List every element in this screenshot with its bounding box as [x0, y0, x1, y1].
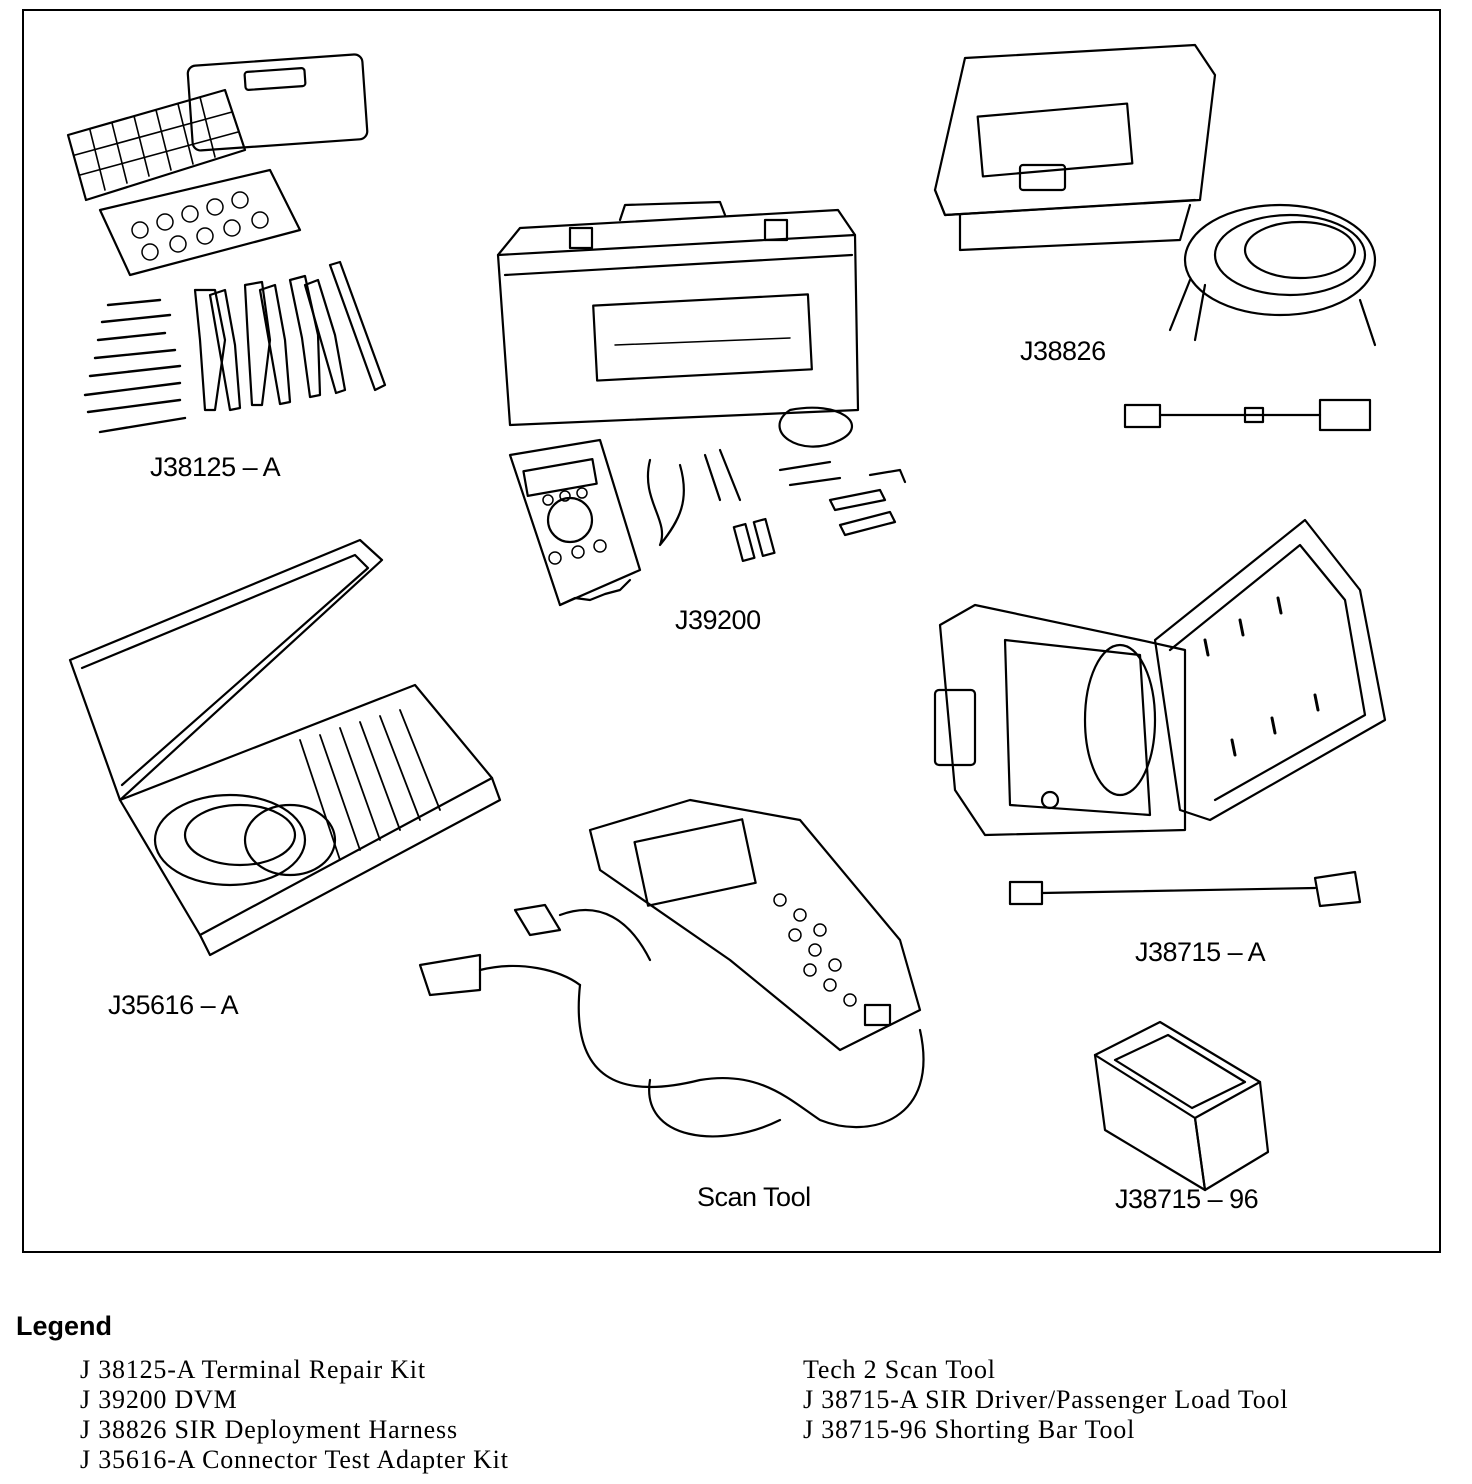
legend-item: Tech 2 Scan Tool [803, 1355, 996, 1384]
label-scan-tool: Scan Tool [697, 1182, 811, 1212]
label-load-tool: J38715 – A [1135, 937, 1266, 967]
legend-item: J 38125-A Terminal Repair Kit [80, 1355, 426, 1384]
scan-tool-illustration [420, 800, 924, 1136]
load-tool-illustration [935, 520, 1385, 906]
legend-heading: Legend [16, 1311, 113, 1341]
legend-item: J 39200 DVM [80, 1385, 238, 1414]
legend-item: J 38715-96 Shorting Bar Tool [803, 1415, 1136, 1444]
dvm-kit-illustration [498, 202, 905, 605]
label-terminal-repair-kit: J38125 – A [150, 452, 281, 482]
connector-adapter-kit-illustration [70, 540, 500, 955]
legend-left-column: J 38125-A Terminal Repair Kit J 39200 DV… [80, 1355, 509, 1475]
label-deployment-harness: J38826 [1020, 336, 1106, 366]
label-connector-adapter-kit: J35616 – A [108, 990, 239, 1020]
legend-right-column: Tech 2 Scan Tool J 38715-A SIR Driver/Pa… [803, 1355, 1288, 1445]
figure-frame [22, 9, 1441, 1253]
tool-illustrations [0, 0, 1472, 1270]
legend-item: J 38826 SIR Deployment Harness [80, 1415, 458, 1444]
terminal-repair-kit-illustration [68, 54, 385, 432]
label-shorting-bar: J38715 – 96 [1115, 1184, 1259, 1214]
deployment-harness-illustration [935, 45, 1375, 430]
shorting-bar-illustration [1095, 1022, 1268, 1190]
label-dvm: J39200 [675, 605, 761, 635]
legend-item: J 35616-A Connector Test Adapter Kit [80, 1445, 509, 1474]
legend-item: J 38715-A SIR Driver/Passenger Load Tool [803, 1385, 1289, 1414]
